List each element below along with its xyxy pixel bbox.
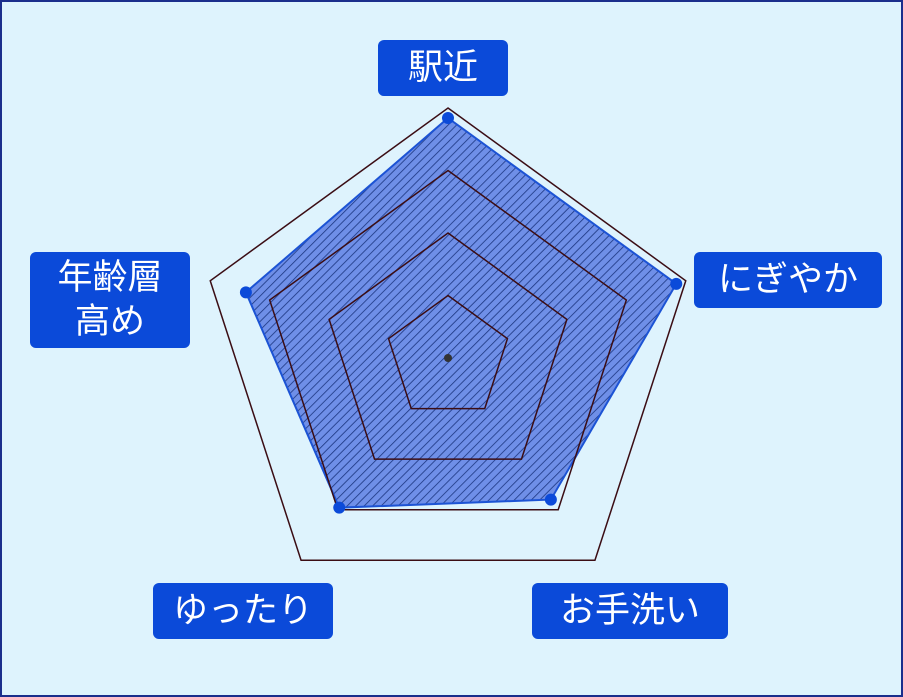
grid-ring-3 bbox=[268, 169, 628, 511]
grid-ring-2 bbox=[328, 232, 568, 460]
axis-label-otearai: お手洗い bbox=[532, 583, 728, 639]
center-dot bbox=[444, 354, 452, 362]
grid-ring-4 bbox=[209, 107, 687, 562]
data-point-1 bbox=[670, 277, 683, 290]
series-area bbox=[244, 116, 678, 509]
axis-label-nigiyaka: にぎやか bbox=[694, 252, 882, 308]
axis-label-nenreisou-takame: 年齢層 高め bbox=[30, 252, 190, 348]
axis-label-yuttari: ゆったり bbox=[153, 583, 333, 639]
data-point-2 bbox=[544, 493, 557, 506]
data-point-3 bbox=[333, 501, 346, 514]
data-point-4 bbox=[239, 286, 252, 299]
data-point-0 bbox=[442, 112, 454, 124]
axis-label-eki-chika: 駅近 bbox=[378, 40, 508, 96]
grid-ring-1 bbox=[387, 294, 509, 410]
